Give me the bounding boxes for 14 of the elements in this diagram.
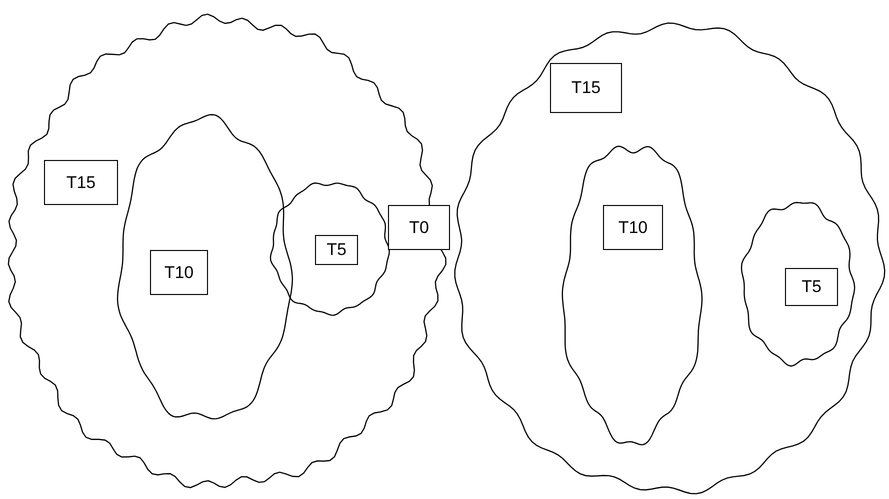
contour-label: T5	[326, 239, 346, 262]
label-box	[150, 250, 208, 295]
label-box	[785, 268, 838, 306]
label-box	[388, 205, 450, 250]
label-box	[603, 205, 663, 250]
contour-label: T0	[409, 216, 429, 239]
label-box	[44, 160, 118, 205]
contour-label: T10	[164, 262, 194, 284]
contour-label: T10	[618, 216, 648, 239]
label-box	[315, 235, 358, 265]
contour-label: T15	[66, 172, 96, 194]
contour-label: T15	[571, 77, 601, 100]
label-box	[550, 63, 622, 113]
contour-label: T5	[802, 276, 822, 298]
